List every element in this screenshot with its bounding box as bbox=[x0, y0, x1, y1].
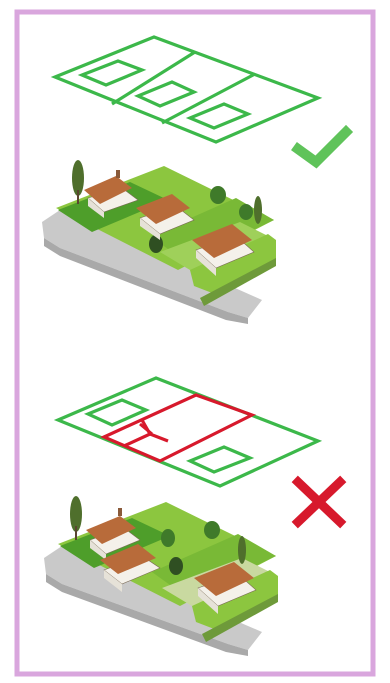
cross-icon bbox=[298, 482, 340, 522]
disallowed-neighbourhood bbox=[44, 496, 278, 656]
allowed-neighbourhood bbox=[42, 160, 276, 324]
disallowed-plot-outline bbox=[58, 378, 318, 486]
check-icon bbox=[298, 132, 346, 162]
